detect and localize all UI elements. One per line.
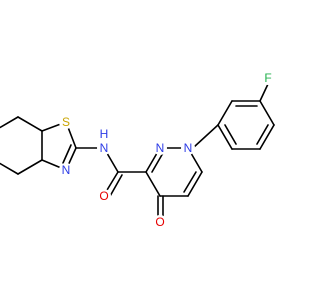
atom-n2-bg — [153, 141, 167, 155]
atom-nh-bg — [97, 141, 111, 155]
bond-benz-1 — [17, 116, 43, 132]
atom-o-amide-bg — [97, 189, 111, 203]
bond-c6-c5b — [183, 171, 197, 193]
molecule-diagram: F N N O O N H S N — [0, 71, 275, 229]
bond-benz-2 — [0, 116, 19, 129]
atom-n-thiazole: N — [62, 163, 71, 177]
bond-phenyl-n1 — [193, 124, 219, 148]
bond-fphenyl-4b — [224, 124, 237, 145]
bond-n-c2-b — [62, 144, 72, 164]
bond-c3-n2b — [151, 152, 164, 173]
bond-c6-c5 — [187, 171, 203, 197]
bond-c-f — [259, 83, 269, 102]
atom-nh: N — [100, 141, 109, 155]
atom-o-ketone: O — [155, 215, 164, 229]
atom-s-bg — [59, 115, 73, 129]
atom-o-amide: O — [99, 189, 108, 203]
bond-fphenyl-2 — [259, 124, 275, 150]
bonds — [0, 83, 275, 219]
atom-n1: N — [184, 141, 193, 155]
atom-h: H — [100, 127, 109, 141]
atom-n1-bg — [181, 141, 195, 155]
atom-f: F — [264, 71, 271, 85]
bond-c4-c3 — [145, 171, 161, 197]
atom-n2: N — [156, 141, 165, 155]
atom-s: S — [62, 115, 70, 129]
atom-labels: F N N O O N H S N — [59, 71, 275, 229]
atom-h-bg — [98, 128, 110, 140]
atom-f-bg — [261, 71, 275, 85]
bond-benz-4 — [0, 162, 19, 175]
bond-fphenyl-5 — [217, 100, 233, 126]
atom-o-ketone-bg — [153, 215, 167, 229]
bond-fphenyl-4 — [217, 124, 233, 150]
atom-n-thiazole-bg — [59, 163, 73, 177]
bond-fphenyl-1 — [259, 100, 275, 126]
bond-camide-o-b — [108, 174, 123, 199]
bond-fphenyl-2b — [256, 124, 269, 145]
bond-benz-5 — [17, 159, 43, 175]
